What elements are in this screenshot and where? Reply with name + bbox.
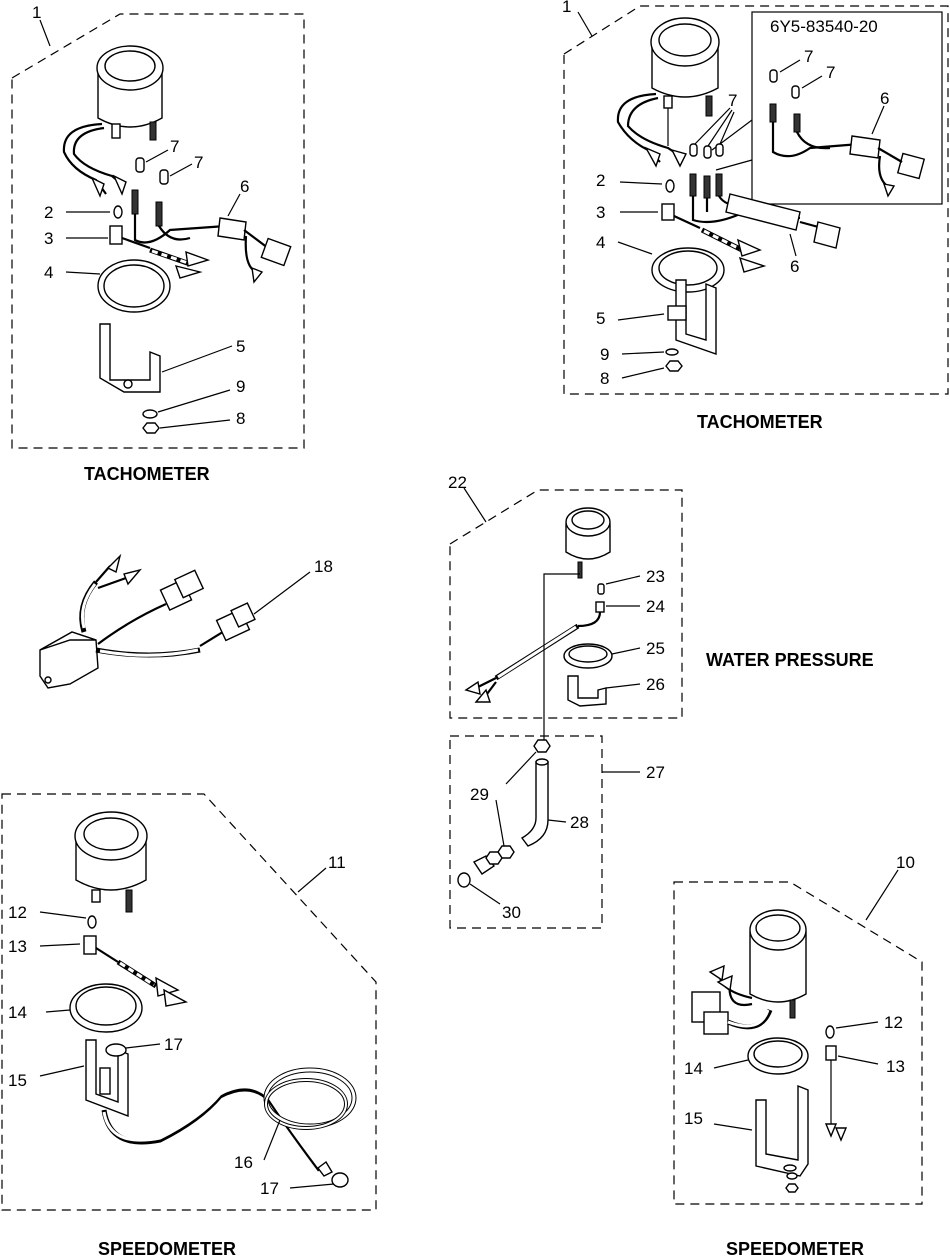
tachometer-gauge xyxy=(650,17,720,117)
callout-22: 22 xyxy=(448,473,467,492)
callout-28: 28 xyxy=(570,813,589,832)
callout-30: 30 xyxy=(502,903,521,922)
callout-8: 8 xyxy=(236,409,245,428)
bulb-socket-3 xyxy=(109,225,211,279)
callout-17: 17 xyxy=(260,1179,279,1198)
speedometer-right-group: 10 12 13 14 15 xyxy=(673,853,923,1258)
part-code: 6Y5-83540-20 xyxy=(770,17,878,36)
callout-5: 5 xyxy=(236,337,245,356)
callout-4: 4 xyxy=(596,233,605,252)
callout-13: 13 xyxy=(8,937,27,956)
title-speedometer-left: SPEEDOMETER xyxy=(98,1239,236,1258)
callout-7: 7 xyxy=(804,47,813,66)
callout-3: 3 xyxy=(44,229,53,248)
callout-5: 5 xyxy=(596,309,605,328)
wire-harness-6 xyxy=(689,173,841,249)
assembly-boundary-27 xyxy=(449,735,603,929)
callout-3: 3 xyxy=(596,203,605,222)
callout-26: 26 xyxy=(646,675,665,694)
callout-29: 29 xyxy=(470,785,489,804)
assembly-boundary-speedo-right xyxy=(673,881,923,1205)
callout-7b: 7 xyxy=(194,153,203,172)
title-tachometer-right: TACHOMETER xyxy=(697,412,823,432)
callout-18: 18 xyxy=(314,557,333,576)
cap-7b xyxy=(159,169,169,185)
assembly-boundary-tach-right xyxy=(563,5,949,395)
title-speedometer-right: SPEEDOMETER xyxy=(726,1239,864,1258)
callout-1: 1 xyxy=(562,0,571,16)
callout-12: 12 xyxy=(884,1013,903,1032)
callout-27: 27 xyxy=(646,763,665,782)
water-pressure-group: 22 23 24 25 26 WATER PRESSURE xyxy=(448,473,874,929)
speedometer-left-group: 11 12 13 14 15 17 xyxy=(1,793,377,1258)
callout-14: 14 xyxy=(684,1059,703,1078)
callout-8: 8 xyxy=(600,369,609,388)
title-tachometer-left: TACHOMETER xyxy=(84,464,210,484)
inset-box xyxy=(751,11,943,205)
tachometer-gauge xyxy=(96,45,164,141)
cap-7a xyxy=(135,157,145,173)
callout-23: 23 xyxy=(646,567,665,586)
callout-9: 9 xyxy=(600,345,609,364)
callout-4: 4 xyxy=(44,263,53,282)
title-water-pressure: WATER PRESSURE xyxy=(706,650,874,670)
callout-12: 12 xyxy=(8,903,27,922)
callout-15: 15 xyxy=(684,1109,703,1128)
tachometer-right-group: 1 6Y5-83540-20 7 7 6 xyxy=(562,0,949,432)
wire-harness-6 xyxy=(131,189,292,284)
callout-24: 24 xyxy=(646,597,665,616)
callout-2: 2 xyxy=(596,171,605,190)
callout-7: 7 xyxy=(826,63,835,82)
nut-8 xyxy=(142,422,160,434)
assembly-boundary-speedo-left xyxy=(1,793,377,1211)
bulb-2 xyxy=(113,205,123,219)
callout-9: 9 xyxy=(236,377,245,396)
callout-11: 11 xyxy=(328,853,346,872)
assembly-boundary-tach-left xyxy=(11,13,305,449)
callout-14: 14 xyxy=(8,1003,27,1022)
callout-17: 17 xyxy=(164,1035,183,1054)
callout-13: 13 xyxy=(886,1057,905,1076)
washer-9 xyxy=(142,409,158,419)
callout-10: 10 xyxy=(896,853,915,872)
callout-6: 6 xyxy=(240,177,249,196)
assembly-boundary-water-pressure xyxy=(449,489,683,719)
callout-2: 2 xyxy=(44,203,53,222)
wire-harness-module-18 xyxy=(39,553,256,689)
callout-16: 16 xyxy=(234,1153,253,1172)
callout-6: 6 xyxy=(790,257,799,276)
callout-1: 1 xyxy=(32,3,41,22)
bracket-5 xyxy=(99,323,161,393)
callout-25: 25 xyxy=(646,639,665,658)
callout-15: 15 xyxy=(8,1071,27,1090)
callout-7: 7 xyxy=(728,91,737,110)
callout-6: 6 xyxy=(880,89,889,108)
tachometer-left-group: 1 7 7 xyxy=(11,3,305,484)
callout-7a: 7 xyxy=(170,137,179,156)
